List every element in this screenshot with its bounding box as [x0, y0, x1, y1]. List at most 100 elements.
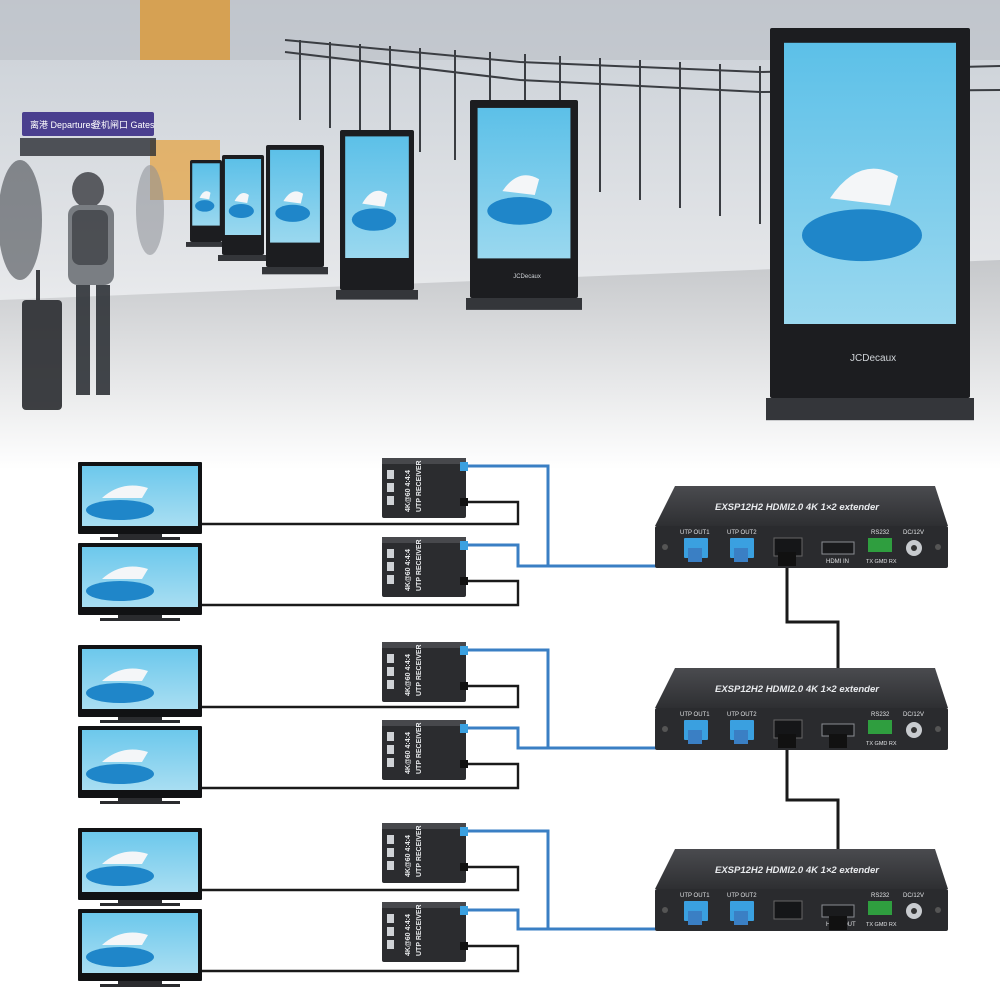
monitor — [78, 462, 202, 540]
monitor-stand — [100, 618, 180, 621]
disc-graphic — [802, 209, 922, 262]
hdmi-plug — [460, 942, 468, 950]
kiosk-display: JCDecaux — [766, 28, 974, 421]
kiosk-display — [218, 155, 268, 261]
rj45-plug — [460, 827, 468, 836]
receiver-port — [387, 914, 394, 923]
monitor — [78, 726, 202, 804]
utp-receiver: 4K@60 4:4:4 UTP RECEIVER — [382, 537, 468, 597]
hdmi-plug — [778, 734, 796, 748]
port-label-out2: UTP OUT2 — [727, 893, 757, 899]
receiver-label: 4K@60 4:4:4 — [405, 549, 412, 591]
receiver-port — [387, 496, 394, 505]
sneaker-graphic — [283, 191, 304, 204]
rs232-terminal — [868, 720, 892, 734]
railing-posts — [299, 40, 761, 224]
monitor — [78, 543, 202, 621]
sneaker-graphic — [102, 566, 148, 579]
receiver-sub-label: UTP RECEIVER — [416, 539, 423, 591]
receiver-sub-label: UTP RECEIVER — [416, 825, 423, 877]
rj45-plug — [688, 548, 702, 562]
hdmi-cable — [202, 762, 520, 790]
port-label-out1: UTP OUT1 — [680, 530, 710, 536]
disc-graphic — [228, 204, 254, 218]
receiver-sub-label: UTP RECEIVER — [416, 460, 423, 512]
port-label-txgmdrx: TX GMD RX — [866, 559, 897, 565]
receiver-sub-label: UTP RECEIVER — [416, 722, 423, 774]
kiosk-display — [262, 145, 328, 275]
extender-title: EXSP12H2 HDMI2.0 4K 1×2 extender — [715, 502, 880, 513]
receiver-port — [387, 562, 394, 571]
port-label-out2: UTP OUT2 — [727, 530, 757, 536]
hdmi-cable — [202, 865, 520, 892]
disc-graphic — [86, 581, 154, 601]
receiver-sub-label: UTP RECEIVER — [416, 904, 423, 956]
receiver-sub-label: UTP RECEIVER — [416, 644, 423, 696]
hdmi-plug — [460, 498, 468, 506]
receiver-port — [387, 667, 394, 676]
monitor-stand — [100, 537, 180, 540]
receiver-port — [387, 732, 394, 741]
port-label-dc: DC/12V — [903, 712, 924, 718]
rj45-plug — [460, 541, 468, 550]
port-label-rs232: RS232 — [871, 712, 890, 718]
receiver-port — [387, 758, 394, 767]
receiver-port — [387, 848, 394, 857]
rj45-plug — [460, 906, 468, 915]
extender-title: EXSP12H2 HDMI2.0 4K 1×2 extender — [715, 684, 880, 695]
hdmi-plug — [460, 863, 468, 871]
sneaker-graphic — [362, 190, 388, 207]
floor — [0, 260, 1000, 470]
port-label-txgmdrx: TX GMD RX — [866, 922, 897, 928]
disc-graphic — [487, 197, 553, 225]
port-label-rs232: RS232 — [871, 893, 890, 899]
port-label-hdmi: HDMI IN — [826, 559, 849, 565]
kiosk-display — [186, 160, 226, 247]
rs232-terminal — [868, 538, 892, 552]
extender-top — [655, 668, 948, 708]
monitor-stand — [100, 801, 180, 804]
disc-graphic — [86, 500, 154, 520]
receiver-port — [387, 654, 394, 663]
receiver-port — [387, 745, 394, 754]
disc-graphic — [275, 204, 311, 222]
monitor-stand — [100, 903, 180, 906]
disc-graphic — [195, 200, 215, 212]
kiosk-display — [336, 130, 418, 300]
receiver-label: 4K@60 4:4:4 — [405, 835, 412, 877]
receiver-port — [387, 940, 394, 949]
receiver-port — [387, 861, 394, 870]
sign-text-left: 离港 Departures — [30, 119, 96, 130]
rs232-terminal — [868, 901, 892, 915]
sneaker-graphic — [830, 168, 898, 206]
backpack — [72, 210, 108, 265]
hdmi-port — [773, 900, 803, 920]
hdmi-plug — [460, 682, 468, 690]
sneaker-graphic — [502, 175, 540, 196]
rj45-plug — [734, 548, 748, 562]
hdmi-plug — [778, 552, 796, 566]
sneaker-graphic — [102, 851, 148, 864]
monitor-stand — [100, 984, 180, 987]
hdmi-io-port — [821, 541, 855, 555]
sneaker-graphic — [234, 193, 249, 203]
port-label-rs232: RS232 — [871, 530, 890, 536]
rj45-plug — [688, 911, 702, 925]
disc-graphic — [86, 947, 154, 967]
utp-receiver: 4K@60 4:4:4 UTP RECEIVER — [382, 823, 468, 883]
rj45-plug — [460, 646, 468, 655]
port-label-out2: UTP OUT2 — [727, 712, 757, 718]
port-label-txgmdrx: TX GMD RX — [866, 741, 897, 747]
monitor — [78, 828, 202, 906]
hdmi-plug — [460, 577, 468, 585]
monitor — [78, 909, 202, 987]
sneaker-graphic — [102, 485, 148, 498]
departures-sign: 离港 Departures 登机闸口 Gates — [20, 112, 156, 156]
kiosk-brand: JCDecaux — [513, 274, 541, 280]
disc-graphic — [86, 683, 154, 703]
hdmi-cable — [202, 684, 520, 709]
